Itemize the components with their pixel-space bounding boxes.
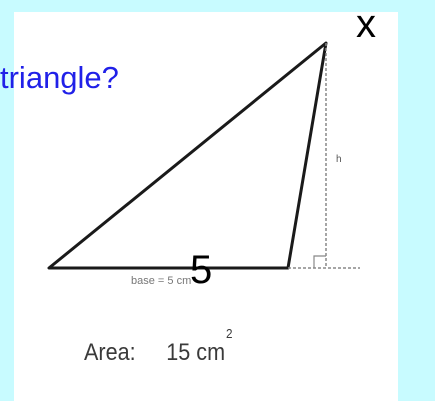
height-label: h [336, 154, 342, 165]
triangle-shape [47, 41, 328, 270]
right-angle-marker [313, 255, 326, 268]
base-caption: base = 5 cm [131, 275, 191, 287]
area-readout: Area: 15 cm2 [84, 327, 232, 366]
area-exponent: 2 [225, 326, 233, 341]
question-text: triangle? [0, 60, 119, 95]
base-value-label: 5 [190, 248, 213, 292]
area-label: Area: [84, 339, 136, 366]
area-value: 15 cm2 [166, 327, 232, 366]
vertex-label: x [356, 2, 376, 46]
area-value-number: 15 cm [166, 339, 226, 366]
